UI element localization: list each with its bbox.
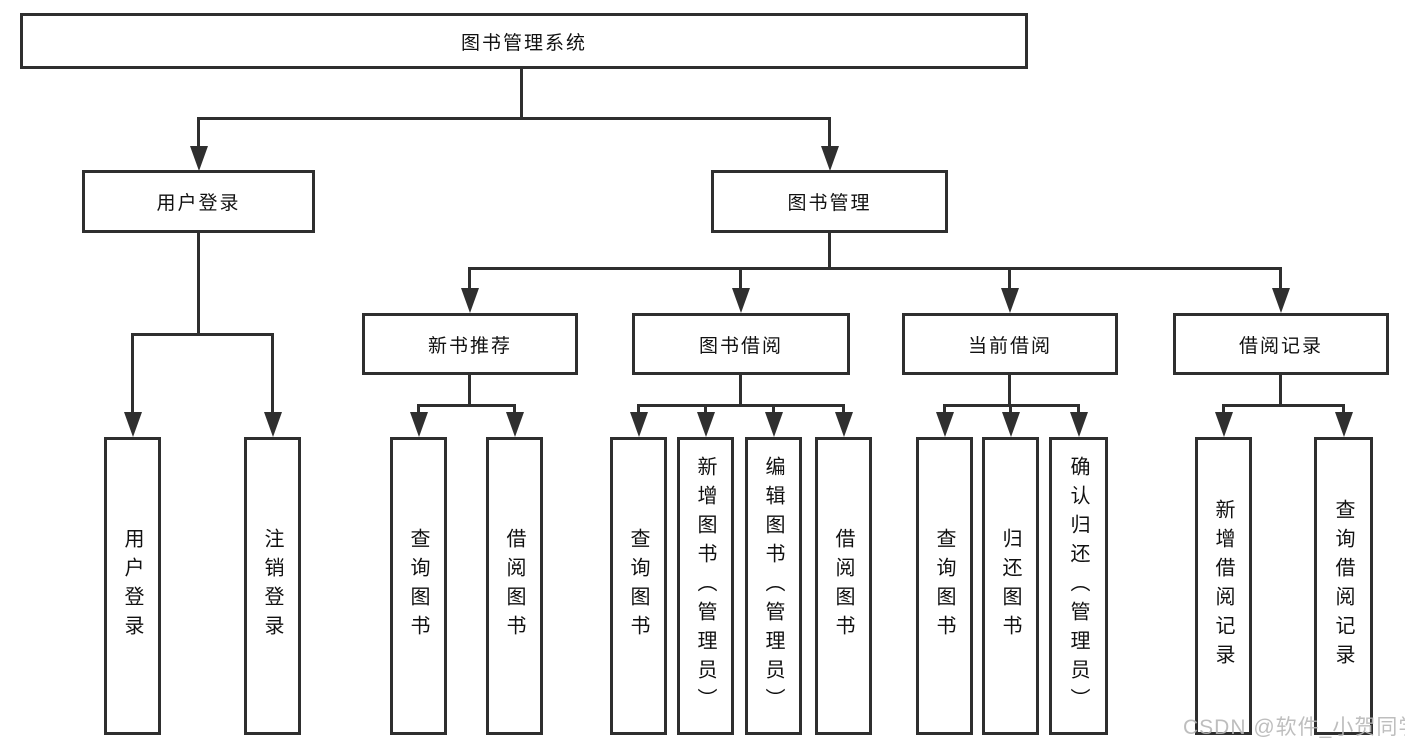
leaf-logout: 注销登录: [244, 437, 301, 735]
node-book-management: 图书管理: [711, 170, 948, 233]
leaf-return-books-label: 归还图书: [999, 528, 1021, 644]
arrow-down-icon: [936, 412, 954, 437]
arrow-down-icon: [630, 412, 648, 437]
leaf-user-login-label: 用户登录: [121, 528, 143, 644]
arrow-down-icon: [410, 412, 428, 437]
leaf-user-login: 用户登录: [104, 437, 161, 735]
connector-to-book-management: [828, 117, 831, 148]
leaf-query-books-current: 查询图书: [916, 437, 973, 735]
arrow-down-icon: [506, 412, 524, 437]
leaf-query-borrow-record-label: 查询借阅记录: [1332, 499, 1354, 673]
connector-borrowing-rail: [637, 404, 845, 407]
connector-leaf-stub: [1342, 404, 1345, 414]
connector-leaf-stub: [513, 404, 516, 414]
connector-to-user-login: [197, 117, 200, 148]
connector-to-current-borrowing: [1008, 267, 1011, 290]
arrow-down-icon: [1215, 412, 1233, 437]
connector-leaf-stub: [1222, 404, 1225, 414]
leaf-add-borrow-record: 新增借阅记录: [1195, 437, 1252, 735]
connector-leaf-stub: [943, 404, 946, 414]
arrow-down-icon: [190, 146, 208, 171]
arrow-down-icon: [821, 146, 839, 171]
arrow-down-icon: [461, 288, 479, 313]
leaf-logout-label: 注销登录: [261, 528, 283, 644]
connector-borrowing-stem: [739, 375, 742, 406]
connector-leaf-stub: [704, 404, 707, 414]
connector-to-new-book-recommend: [468, 267, 471, 290]
connector-leaf-stub: [772, 404, 775, 414]
leaf-borrow-books-recommend-label: 借阅图书: [503, 528, 525, 644]
leaf-return-books: 归还图书: [982, 437, 1039, 735]
leaf-confirm-return-admin: 确认归还（管理员）: [1049, 437, 1108, 735]
node-root: 图书管理系统: [20, 13, 1028, 69]
node-book-borrowing: 图书借阅: [632, 313, 850, 375]
arrow-down-icon: [124, 412, 142, 437]
leaf-query-books-borrowing-label: 查询图书: [627, 528, 649, 644]
connector-user-login-rail: [132, 333, 274, 336]
arrow-down-icon: [697, 412, 715, 437]
arrow-down-icon: [1070, 412, 1088, 437]
connector-level3-rail: [470, 267, 1282, 270]
connector-to-leaf-user-login: [131, 333, 134, 414]
connector-recommend-rail: [417, 404, 516, 407]
leaf-borrow-books-recommend: 借阅图书: [486, 437, 543, 735]
arrow-down-icon: [1002, 412, 1020, 437]
leaf-add-books-admin: 新增图书（管理员）: [677, 437, 734, 735]
connector-leaf-stub: [842, 404, 845, 414]
connector-to-borrowing-records: [1279, 267, 1282, 290]
leaf-add-books-admin-label: 新增图书（管理员）: [694, 455, 716, 717]
arrow-down-icon: [1335, 412, 1353, 437]
leaf-confirm-return-admin-label: 确认归还（管理员）: [1067, 455, 1089, 717]
arrow-down-icon: [1272, 288, 1290, 313]
connector-leaf-stub: [417, 404, 420, 414]
connector-to-leaf-logout: [271, 333, 274, 414]
connector-user-login-stem: [197, 233, 200, 335]
connector-level1-rail: [197, 117, 831, 120]
csdn-watermark: CSDN @软件_小贺同学: [1183, 716, 1405, 739]
connector-recommend-stem: [468, 375, 471, 406]
arrow-down-icon: [732, 288, 750, 313]
node-borrowing-records: 借阅记录: [1173, 313, 1389, 375]
leaf-query-borrow-record: 查询借阅记录: [1314, 437, 1373, 735]
leaf-query-books-current-label: 查询图书: [933, 528, 955, 644]
connector-current-stem: [1008, 375, 1011, 406]
connector-leaf-stub: [1009, 404, 1012, 414]
connector-book-management-stem: [828, 233, 831, 269]
leaf-edit-books-admin-label: 编辑图书（管理员）: [762, 455, 784, 717]
node-new-book-recommend: 新书推荐: [362, 313, 578, 375]
connector-to-book-borrowing: [739, 267, 742, 290]
connector-leaf-stub: [637, 404, 640, 414]
arrow-down-icon: [765, 412, 783, 437]
connector-leaf-stub: [1077, 404, 1080, 414]
leaf-edit-books-admin: 编辑图书（管理员）: [745, 437, 802, 735]
connector-records-stem: [1279, 375, 1282, 406]
arrow-down-icon: [835, 412, 853, 437]
node-user-login: 用户登录: [82, 170, 315, 233]
node-current-borrowing: 当前借阅: [902, 313, 1118, 375]
arrow-down-icon: [1001, 288, 1019, 313]
connector-records-rail: [1222, 404, 1345, 407]
arrow-down-icon: [264, 412, 282, 437]
leaf-query-books-recommend: 查询图书: [390, 437, 447, 735]
leaf-query-books-recommend-label: 查询图书: [407, 528, 429, 644]
leaf-query-books-borrowing: 查询图书: [610, 437, 667, 735]
connector-root-stem: [520, 68, 523, 118]
leaf-add-borrow-record-label: 新增借阅记录: [1212, 499, 1234, 673]
leaf-borrow-books-borrowing: 借阅图书: [815, 437, 872, 735]
leaf-borrow-books-borrowing-label: 借阅图书: [832, 528, 854, 644]
